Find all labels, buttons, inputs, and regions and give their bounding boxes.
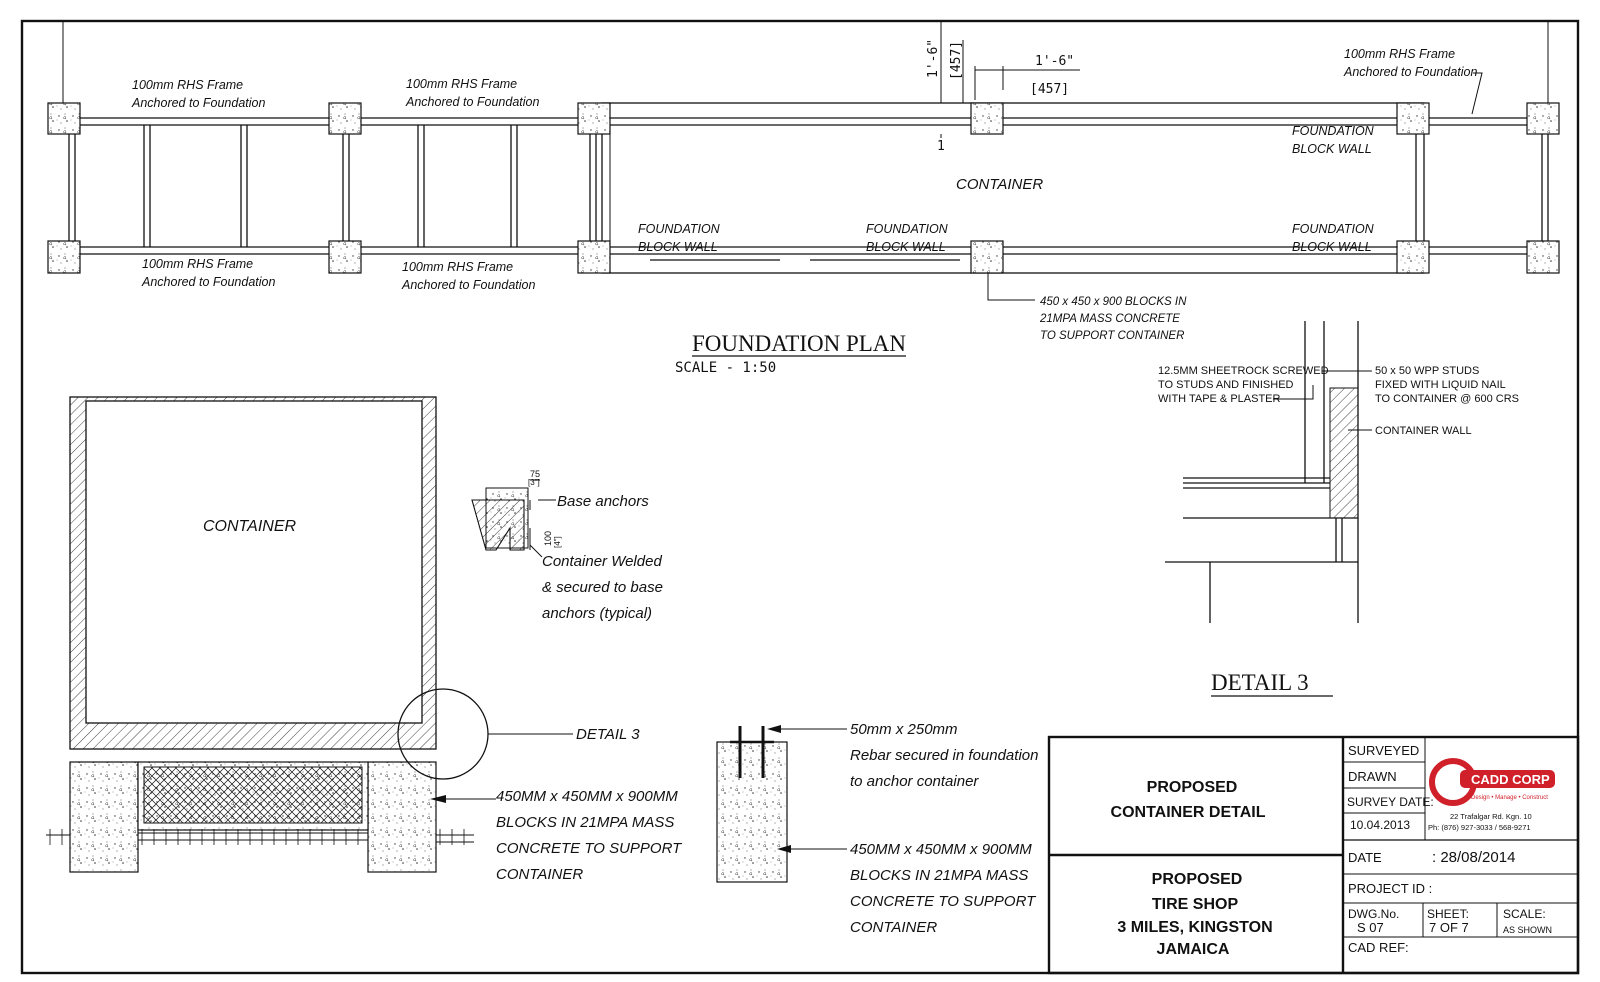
dim-horizontal: 1'-6"	[1035, 54, 1074, 69]
block-wall-note: BLOCK WALL	[1292, 240, 1372, 254]
dwg-no-label: DWG.No.	[1348, 907, 1399, 921]
survey-date-label: SURVEY DATE:	[1347, 795, 1434, 809]
date-label: DATE	[1348, 850, 1382, 865]
sheet-value: 7 OF 7	[1429, 920, 1469, 935]
section-blocks-note: CONTAINER	[496, 866, 583, 883]
sheet-label: SHEET:	[1427, 907, 1469, 921]
rhs-frame-note: 100mm RHS Frame	[142, 257, 253, 271]
client-info: TIRE SHOP	[1152, 896, 1239, 913]
rhs-frame-note: Anchored to Foundation	[401, 278, 535, 292]
rhs-frame-note: Anchored to Foundation	[405, 95, 539, 109]
rebar-blocks-note: CONCRETE TO SUPPORT	[850, 893, 1037, 910]
block-wall-note: FOUNDATION	[1292, 124, 1375, 138]
rebar-detail	[716, 725, 847, 883]
title-block	[1047, 735, 1580, 975]
drawn-label: DRAWN	[1348, 769, 1397, 784]
rebar-blocks-note: BLOCKS IN 21MPA MASS	[850, 867, 1028, 884]
rhs-frame-note: Anchored to Foundation	[141, 275, 275, 289]
sheetrock-note: WITH TAPE & PLASTER	[1158, 393, 1281, 405]
anchor-dim-side-in: [4"]	[553, 536, 562, 548]
anchor-dim-side: 100	[543, 531, 553, 546]
rebar-note: 50mm x 250mm	[850, 721, 958, 738]
dwg-no: S 07	[1357, 920, 1384, 935]
container-wall-label: CONTAINER WALL	[1375, 425, 1472, 437]
section-blocks-note: BLOCKS IN 21MPA MASS	[496, 814, 674, 831]
detail-3-reference: DETAIL 3	[576, 726, 640, 743]
blocks-note-plan: TO SUPPORT CONTAINER	[1040, 330, 1184, 342]
foundation-plan	[47, 21, 1560, 301]
rhs-frame-note: 100mm RHS Frame	[132, 78, 243, 92]
studs-note: 50 x 50 WPP STUDS	[1375, 365, 1479, 377]
client-info: 3 MILES, KINGSTON	[1117, 919, 1272, 936]
client-info: PROPOSED	[1152, 871, 1243, 888]
sheetrock-note: TO STUDS AND FINISHED	[1158, 379, 1294, 391]
project-title: CONTAINER DETAIL	[1111, 804, 1266, 821]
section-blocks-note: 450MM x 450MM x 900MM	[496, 788, 678, 805]
welded-note: & secured to base	[542, 579, 663, 596]
dim-horizontal-mm: [457]	[1030, 82, 1069, 97]
company-name: CADD CORP	[1471, 772, 1550, 787]
project-id: PROJECT ID :	[1348, 881, 1432, 896]
anchor-dim-top-in: [3"]	[528, 478, 540, 487]
section-blocks-note: CONCRETE TO SUPPORT	[496, 840, 683, 857]
base-anchor-detail	[471, 479, 556, 558]
section-container-label: CONTAINER	[203, 518, 296, 535]
scale-value: AS SHOWN	[1503, 925, 1552, 935]
welded-note: Container Welded	[542, 553, 662, 570]
block-wall-note: FOUNDATION	[1292, 222, 1375, 236]
company-tagline: Design • Manage • Construct	[1471, 795, 1548, 801]
rebar-note: Rebar secured in foundation	[850, 747, 1038, 764]
block-wall-note: BLOCK WALL	[866, 240, 946, 254]
studs-note: FIXED WITH LIQUID NAIL	[1375, 379, 1506, 391]
block-wall-note: FOUNDATION	[866, 222, 949, 236]
company-address: 22 Trafalgar Rd. Kgn. 10	[1450, 812, 1532, 821]
scale-label: SCALE:	[1503, 907, 1546, 921]
foundation-plan-title: FOUNDATION PLAN	[692, 331, 906, 356]
company-logo: CADD CORP Design • Manage • Construct 22…	[1428, 758, 1555, 832]
rhs-frame-note: Anchored to Foundation	[131, 96, 265, 110]
rhs-frame-note: 100mm RHS Frame	[402, 260, 513, 274]
project-title: PROPOSED	[1147, 779, 1238, 796]
cad-ref: CAD REF:	[1348, 940, 1409, 955]
sheet-border	[20, 19, 1580, 975]
date-value: : 28/08/2014	[1432, 849, 1515, 866]
rhs-frame-note: Anchored to Foundation	[1343, 65, 1477, 79]
foundation-plan-scale: SCALE - 1:50	[675, 360, 776, 376]
survey-date: 10.04.2013	[1350, 818, 1410, 832]
detail-3-title: DETAIL 3	[1211, 670, 1309, 695]
dim-vertical-mm: [457]	[949, 41, 964, 80]
detail-3-drawing	[1165, 321, 1372, 623]
container-section	[46, 396, 573, 873]
dim-vertical: 1'-6"	[926, 39, 941, 78]
surveyed-label: SURVEYED	[1348, 743, 1419, 758]
dim-tick: 1	[937, 139, 945, 154]
blocks-note-plan: 450 x 450 x 900 BLOCKS IN	[1040, 296, 1187, 308]
block-wall-note: FOUNDATION	[638, 222, 721, 236]
rhs-frame-note: 100mm RHS Frame	[406, 77, 517, 91]
rhs-frame-note: 100mm RHS Frame	[1344, 47, 1455, 61]
rebar-note: to anchor container	[850, 773, 979, 790]
block-wall-note: BLOCK WALL	[1292, 142, 1372, 156]
base-anchors-label: Base anchors	[557, 493, 649, 510]
sheetrock-note: 12.5MM SHEETROCK SCREWED	[1158, 365, 1329, 377]
block-wall-note: BLOCK WALL	[638, 240, 718, 254]
rebar-blocks-note: CONTAINER	[850, 919, 937, 936]
studs-note: TO CONTAINER @ 600 CRS	[1375, 393, 1519, 405]
blocks-note-plan: 21MPA MASS CONCRETE	[1039, 313, 1180, 325]
rebar-blocks-note: 450MM x 450MM x 900MM	[850, 841, 1032, 858]
container-label: CONTAINER	[956, 176, 1043, 193]
welded-note: anchors (typical)	[542, 605, 652, 622]
anchor-dim-top: 75	[530, 469, 540, 479]
company-phone: Ph: (876) 927-3033 / 568-9271	[1428, 823, 1531, 832]
client-info: JAMAICA	[1157, 941, 1230, 958]
